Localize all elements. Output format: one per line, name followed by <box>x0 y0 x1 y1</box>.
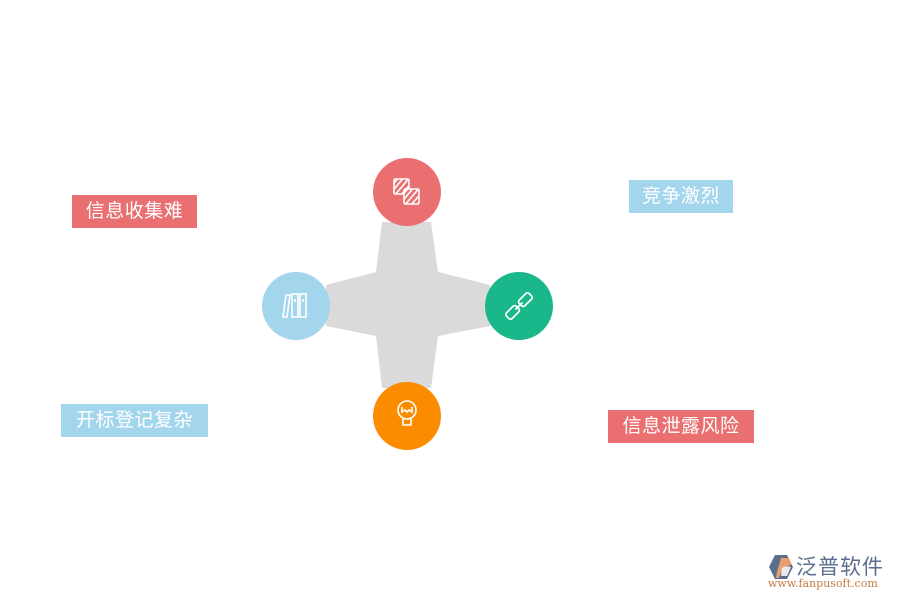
label-info-leak-risk: 信息泄露风险 <box>608 410 754 443</box>
node-bottom <box>373 382 441 450</box>
cross-shape <box>326 222 490 388</box>
brand-logo: 泛普软件 www.fanpusoft.com <box>768 552 894 592</box>
label-bid-registration-complex: 开标登记复杂 <box>61 404 208 437</box>
chain-link-icon <box>505 292 533 320</box>
label-fierce-competition: 竞争激烈 <box>629 180 733 213</box>
hexagon-logo-icon <box>769 555 793 579</box>
node-right <box>485 272 553 340</box>
label-info-collection-difficult: 信息收集难 <box>72 195 197 228</box>
brand-url: www.fanpusoft.com <box>768 577 878 590</box>
layers-hatched-icon <box>393 178 420 205</box>
node-left <box>262 272 330 340</box>
books-icon <box>282 293 307 318</box>
lightbulb-icon <box>397 400 417 426</box>
brand-name: 泛普软件 <box>796 555 884 579</box>
node-top <box>373 158 441 226</box>
